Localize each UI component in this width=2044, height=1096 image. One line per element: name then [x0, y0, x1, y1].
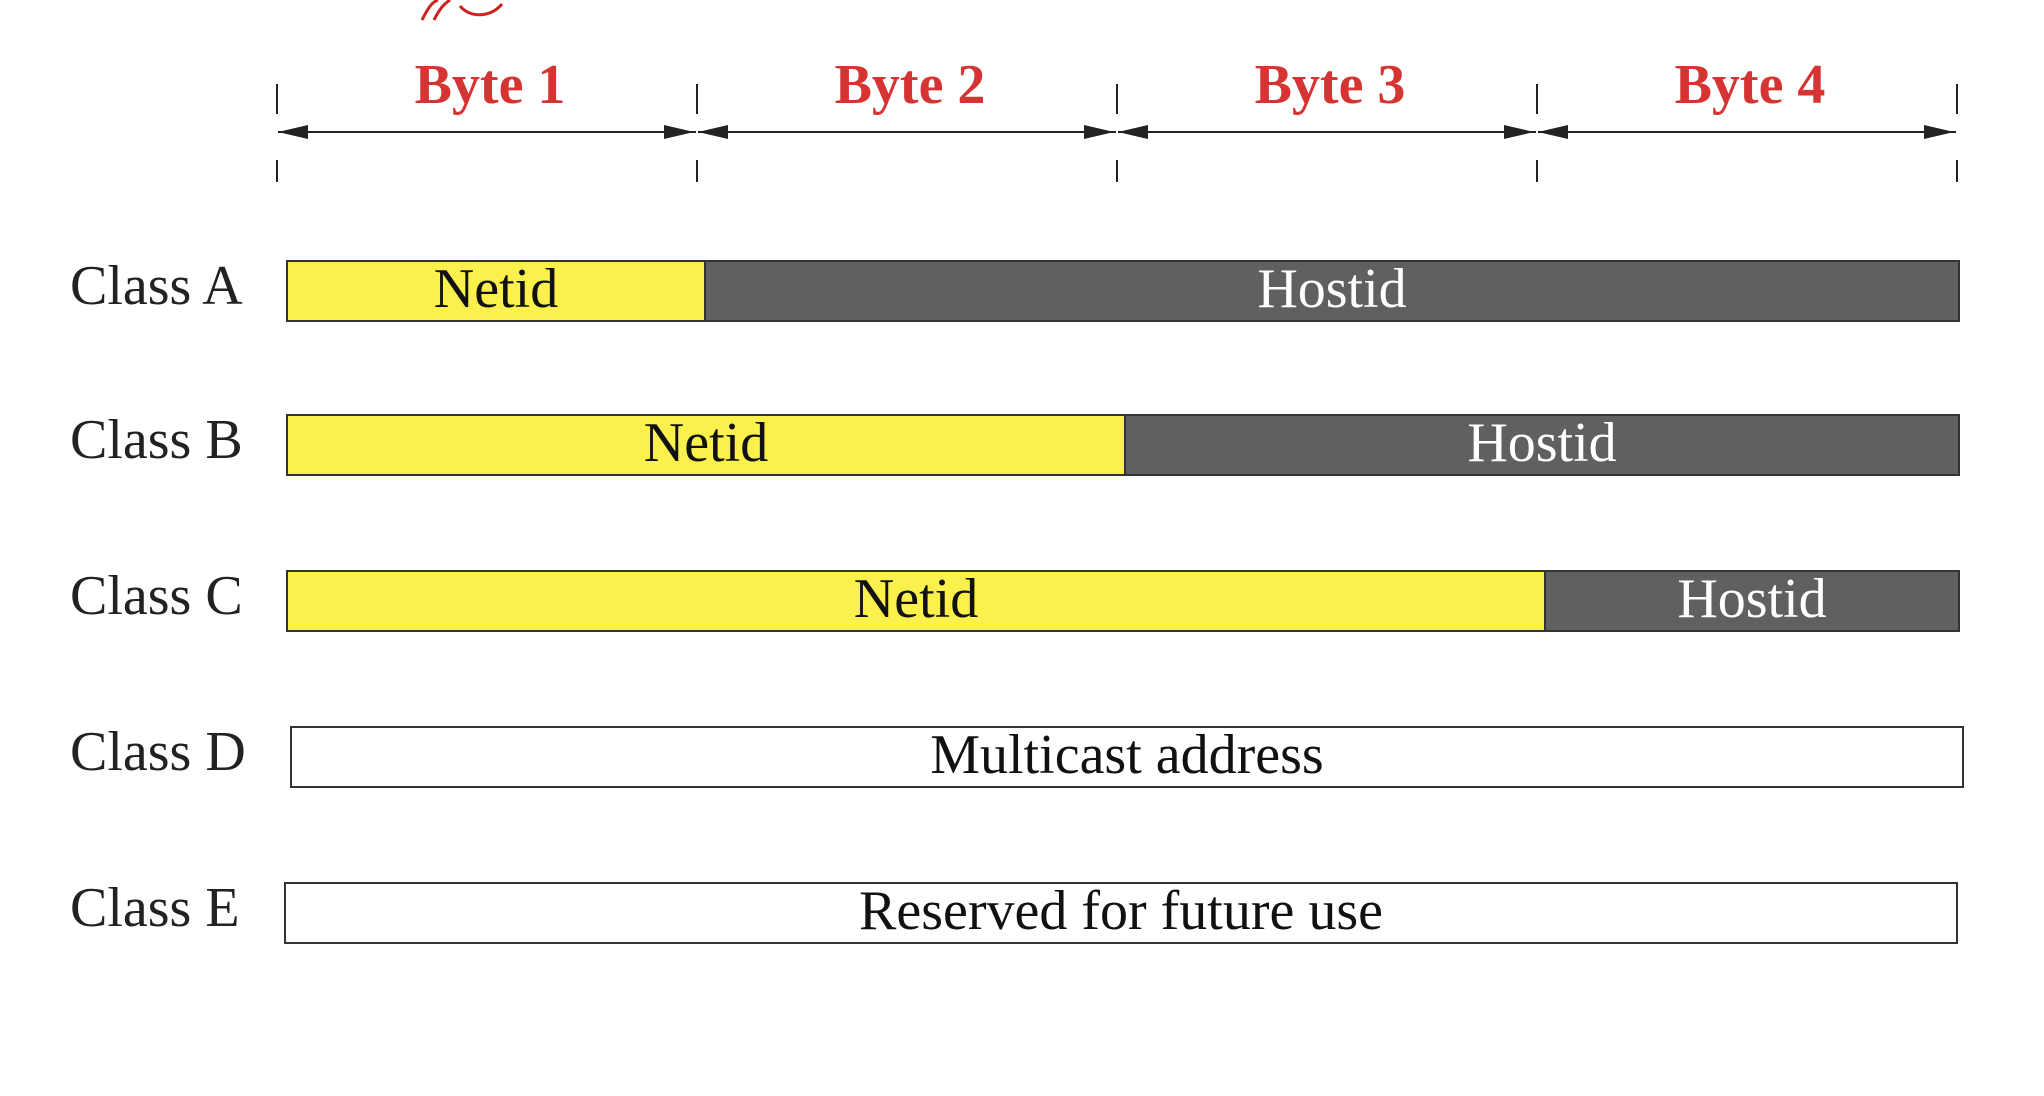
byte-2-right-arrowhead — [1084, 125, 1114, 139]
decorative-red-mark — [420, 0, 504, 21]
ruler-tick-4-top — [1956, 84, 1958, 114]
ruler-tick-1-bottom — [696, 160, 698, 182]
byte-1-label: Byte 1 — [414, 54, 566, 116]
class-e-reserved-field: Reserved for future use — [284, 882, 1958, 944]
byte-1-right-arrowhead — [664, 125, 694, 139]
byte-2-left-arrowhead — [698, 125, 728, 139]
byte-1-span-line — [278, 131, 696, 133]
ruler-tick-1-top — [696, 84, 698, 114]
ruler-tick-3-bottom — [1536, 160, 1538, 182]
byte-4-label: Byte 4 — [1674, 54, 1826, 116]
class-d-label: Class D — [70, 721, 246, 783]
ruler-tick-2-bottom — [1116, 160, 1118, 182]
byte-4-left-arrowhead — [1538, 125, 1568, 139]
class-a-label: Class A — [70, 255, 243, 317]
class-b-netid-field: Netid — [286, 414, 1126, 476]
class-d-multicast-field: Multicast address — [290, 726, 1964, 788]
class-b-label: Class B — [70, 409, 243, 471]
byte-4-right-arrowhead — [1924, 125, 1954, 139]
byte-2-span-line — [698, 131, 1116, 133]
ruler-tick-4-bottom — [1956, 160, 1958, 182]
ruler-tick-3-top — [1536, 84, 1538, 114]
class-e-label: Class E — [70, 877, 240, 939]
class-c-label: Class C — [70, 565, 243, 627]
class-a-hostid-field: Hostid — [706, 260, 1960, 322]
byte-4-span-line — [1538, 131, 1956, 133]
byte-3-label: Byte 3 — [1254, 54, 1406, 116]
byte-3-right-arrowhead — [1504, 125, 1534, 139]
byte-3-span-line — [1118, 131, 1536, 133]
class-c-hostid-field: Hostid — [1546, 570, 1960, 632]
class-b-hostid-field: Hostid — [1126, 414, 1960, 476]
byte-2-label: Byte 2 — [834, 54, 986, 116]
byte-1-left-arrowhead — [278, 125, 308, 139]
ruler-tick-0-top — [276, 84, 278, 114]
ruler-tick-2-top — [1116, 84, 1118, 114]
ruler-tick-0-bottom — [276, 160, 278, 182]
byte-3-left-arrowhead — [1118, 125, 1148, 139]
class-c-netid-field: Netid — [286, 570, 1546, 632]
class-a-netid-field: Netid — [286, 260, 706, 322]
